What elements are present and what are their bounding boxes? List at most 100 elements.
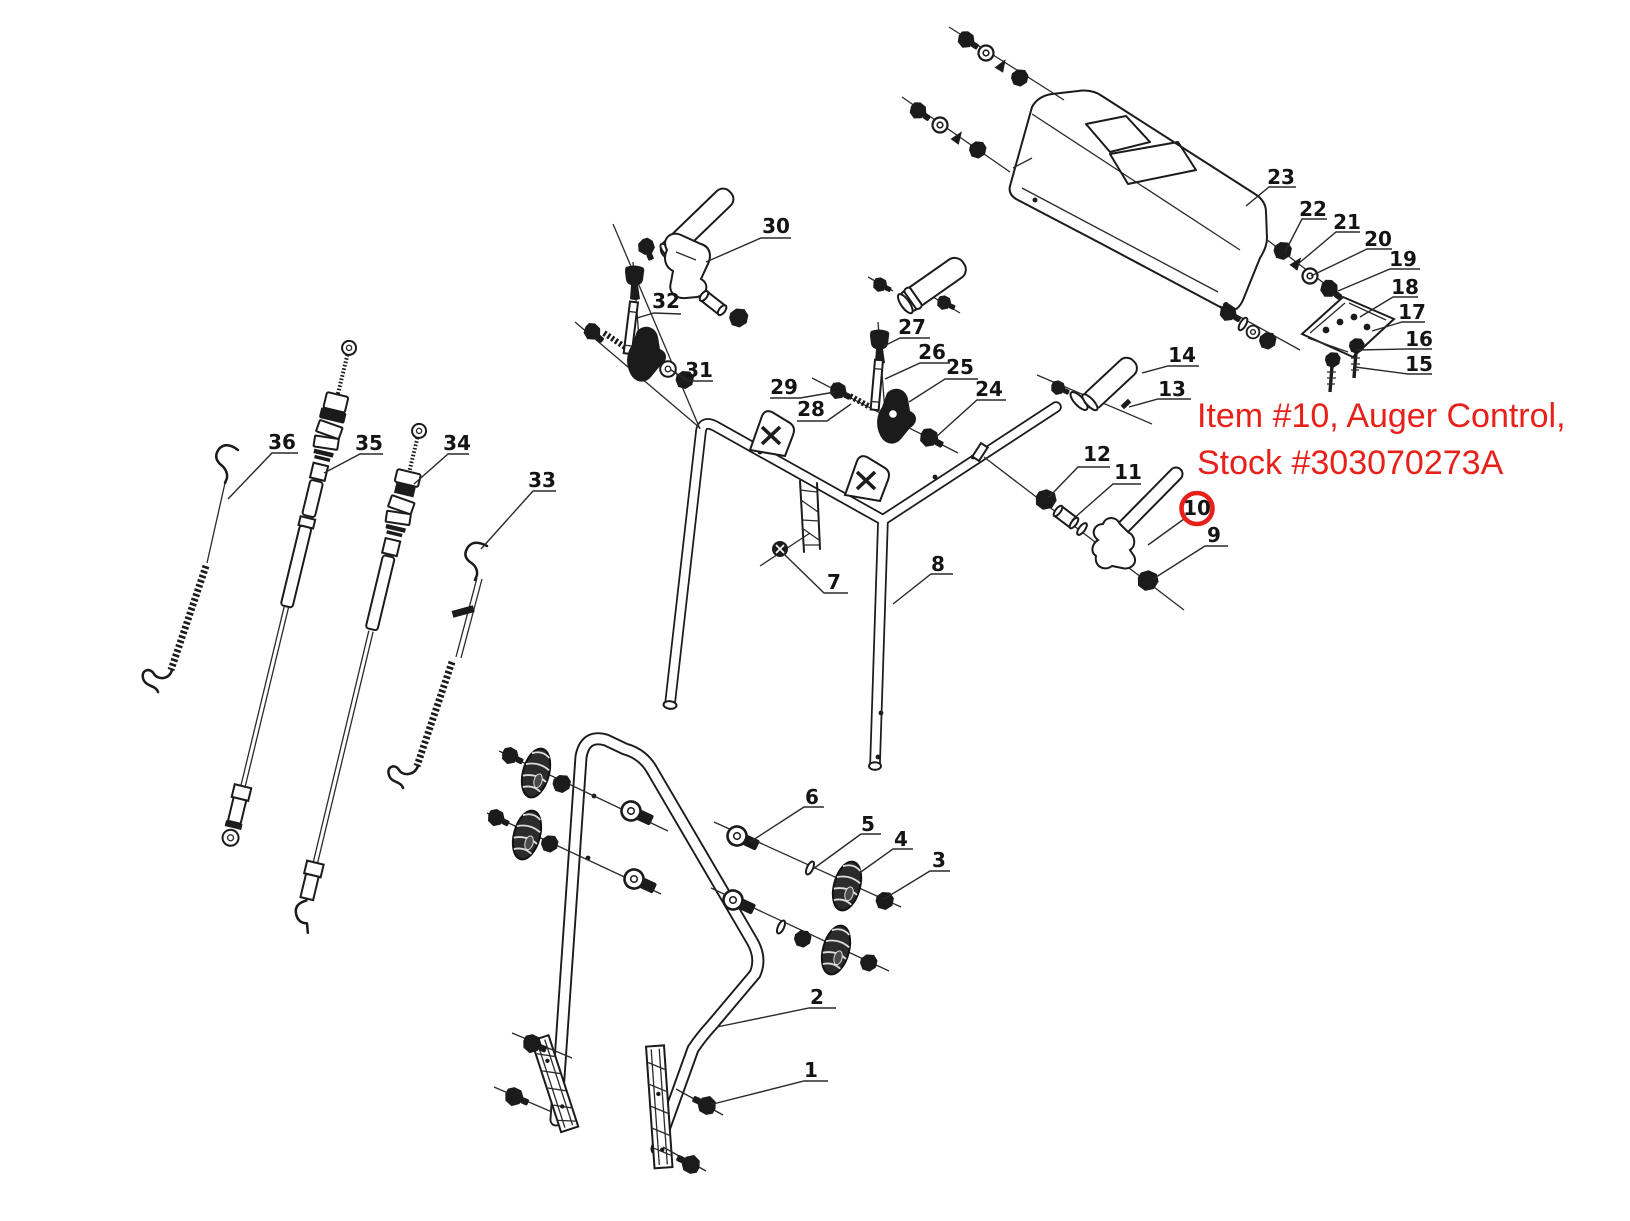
part-label-12: 12 <box>1083 442 1111 466</box>
mount-plate-18 <box>1300 295 1396 393</box>
leader-line-18 <box>1359 296 1418 318</box>
leader-line-5 <box>812 833 881 870</box>
part-label-17: 17 <box>1398 300 1426 324</box>
highlight-circle-item-10 <box>1179 490 1215 527</box>
grip-14 <box>1036 356 1153 425</box>
handle-knob-hardware <box>484 744 902 979</box>
leader-line-11 <box>1071 483 1141 521</box>
cable-33 <box>387 541 489 790</box>
part-label-4: 4 <box>894 827 908 851</box>
leader-line-23 <box>1245 186 1296 207</box>
part-label-11: 11 <box>1114 460 1142 484</box>
gusset-plate-left <box>748 410 795 458</box>
lever-30-assembly <box>612 187 749 430</box>
bracket-7 <box>759 480 821 567</box>
part-label-10: 10 <box>1183 496 1211 520</box>
leader-line-21 <box>1297 231 1360 265</box>
part-label-27: 27 <box>898 315 926 339</box>
part-label-33: 33 <box>528 468 556 492</box>
cable-34 <box>294 422 428 935</box>
leader-line-2 <box>716 1007 836 1028</box>
leader-line-31 <box>670 369 713 382</box>
part-label-9: 9 <box>1207 523 1221 547</box>
annotation-line-1: Item #10, Auger Control, <box>1197 397 1566 435</box>
part-label-34: 34 <box>443 431 471 455</box>
part-label-19: 19 <box>1389 247 1417 271</box>
leader-line-8 <box>892 573 953 605</box>
leader-line-25 <box>908 378 978 403</box>
part-label-1: 1 <box>804 1058 818 1082</box>
leader-line-13 <box>1128 398 1191 408</box>
leader-line-22 <box>1284 218 1327 253</box>
leader-line-10 <box>1147 518 1185 546</box>
leader-line-30 <box>705 237 791 263</box>
panel-cover-23 <box>1008 89 1268 312</box>
strap-bolts <box>493 1031 724 1177</box>
leader-line-26 <box>884 362 950 380</box>
leader-line-6 <box>749 806 824 843</box>
part-label-21: 21 <box>1333 210 1361 234</box>
part-label-31: 31 <box>685 358 713 382</box>
leader-line-28 <box>797 403 852 422</box>
leader-line-12 <box>1048 466 1110 498</box>
leader-line-24 <box>935 399 1006 438</box>
cover-fastener-chain-bottom <box>1216 301 1301 351</box>
part-label-7: 7 <box>827 570 841 594</box>
part-label-14: 14 <box>1168 343 1196 367</box>
part-label-29: 29 <box>770 375 798 399</box>
leader-line-33 <box>480 490 556 550</box>
leader-line-32 <box>636 312 682 319</box>
part-label-36: 36 <box>268 430 296 454</box>
mounting-strap-right <box>644 1044 674 1170</box>
leader-line-36 <box>227 452 298 500</box>
part-label-5: 5 <box>861 812 875 836</box>
leader-line-20 <box>1310 248 1392 277</box>
leader-line-14 <box>1141 365 1199 374</box>
part-label-26: 26 <box>918 340 946 364</box>
leader-line-7 <box>783 553 848 594</box>
part-label-25: 25 <box>946 355 974 379</box>
part-label-30: 30 <box>762 214 790 238</box>
leader-line-16 <box>1355 348 1432 351</box>
part-label-6: 6 <box>805 785 819 809</box>
part-label-28: 28 <box>797 397 825 421</box>
cable-35 <box>221 339 358 847</box>
leader-line-1 <box>712 1080 828 1105</box>
auger-control-assembly <box>970 441 1185 611</box>
part-label-3: 3 <box>932 848 946 872</box>
part-label-22: 22 <box>1299 197 1327 221</box>
left-grip <box>867 256 967 315</box>
leader-line-27 <box>883 337 930 347</box>
leader-line-9 <box>1152 545 1228 580</box>
lever-25-assembly <box>811 321 959 454</box>
leader-line-29 <box>770 391 836 399</box>
part-label-24: 24 <box>975 377 1003 401</box>
annotation-line-2: Stock #303070273A <box>1197 444 1504 482</box>
lever-31-assembly <box>574 261 701 429</box>
gusset-plate-right <box>843 455 890 503</box>
mounting-strap-left <box>530 1033 580 1134</box>
annotation-layer: Item #10, Auger Control, Stock #30307027… <box>1197 397 1566 482</box>
leader-line-4 <box>857 848 913 875</box>
part-label-2: 2 <box>810 985 824 1009</box>
leader-line-34 <box>413 453 469 485</box>
part-label-23: 23 <box>1267 165 1295 189</box>
part-label-13: 13 <box>1158 377 1186 401</box>
part-label-15: 15 <box>1405 352 1433 376</box>
leader-line-17 <box>1371 321 1425 332</box>
part-label-18: 18 <box>1391 275 1419 299</box>
leader-line-35 <box>323 453 383 474</box>
part-label-32: 32 <box>652 289 680 313</box>
part-label-16: 16 <box>1405 327 1433 351</box>
part-label-20: 20 <box>1364 227 1392 251</box>
upper-handle-frame <box>662 401 1062 771</box>
cover-fastener-chain-right <box>1265 238 1347 305</box>
cover-fastener-chain-top <box>901 26 1065 173</box>
part-label-8: 8 <box>931 552 945 576</box>
leader-line-3 <box>883 870 950 900</box>
leader-line-15 <box>1354 366 1432 375</box>
cable-36 <box>141 444 240 694</box>
